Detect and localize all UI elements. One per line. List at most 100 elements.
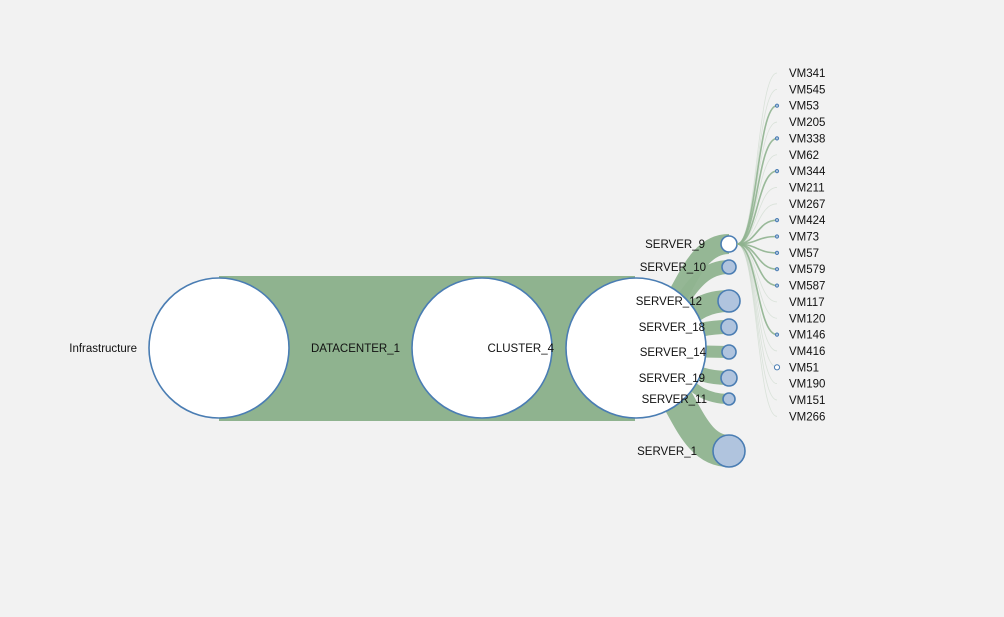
node-vm57[interactable]: VM57 bbox=[774, 248, 819, 260]
node-vm545-label: VM545 bbox=[789, 84, 825, 96]
node-vm151-label: VM151 bbox=[789, 395, 825, 407]
node-vm424-circle[interactable] bbox=[774, 218, 780, 223]
node-infrastructure-label: Infrastructure bbox=[69, 343, 137, 355]
node-vm53[interactable]: VM53 bbox=[774, 101, 819, 113]
node-vm120-label: VM120 bbox=[789, 313, 825, 325]
node-vm51[interactable]: VM51 bbox=[773, 362, 819, 374]
node-server-19-circle[interactable] bbox=[720, 369, 738, 387]
node-vm267[interactable]: VM267 bbox=[789, 199, 825, 211]
node-vm344-label: VM344 bbox=[789, 166, 826, 178]
node-server-14[interactable]: SERVER_14 bbox=[640, 344, 737, 360]
node-vm53-label: VM53 bbox=[789, 101, 819, 113]
node-server-10[interactable]: SERVER_10 bbox=[640, 259, 737, 275]
link-vm151 bbox=[736, 243, 778, 401]
node-server-1-circle[interactable] bbox=[712, 434, 746, 468]
link-vm205 bbox=[736, 121, 778, 245]
node-vm57-label: VM57 bbox=[789, 248, 819, 260]
node-server-9-circle[interactable] bbox=[720, 235, 738, 253]
node-vm51-label: VM51 bbox=[789, 362, 819, 374]
node-server-14-circle[interactable] bbox=[721, 344, 737, 360]
node-server-11-label: SERVER_11 bbox=[642, 394, 707, 406]
node-vm62[interactable]: VM62 bbox=[789, 150, 819, 162]
node-server-10-circle[interactable] bbox=[721, 259, 737, 275]
link-vm51 bbox=[736, 243, 778, 368]
node-vm120[interactable]: VM120 bbox=[789, 313, 825, 325]
node-vm266-label: VM266 bbox=[789, 411, 825, 423]
node-vm205-label: VM205 bbox=[789, 117, 825, 129]
server-nodes-layer: SERVER_9SERVER_10SERVER_12SERVER_18SERVE… bbox=[636, 235, 746, 468]
node-server-1-label: SERVER_1 bbox=[637, 446, 697, 458]
node-cluster[interactable]: CLUSTER_4 bbox=[488, 277, 707, 419]
node-vm579-circle[interactable] bbox=[774, 267, 780, 272]
link-vm338 bbox=[736, 137, 778, 245]
node-vm51-circle[interactable] bbox=[773, 364, 781, 371]
node-vm73-label: VM73 bbox=[789, 232, 819, 244]
node-server-11-circle[interactable] bbox=[722, 392, 736, 406]
link-vm190 bbox=[736, 243, 778, 385]
node-vm190-label: VM190 bbox=[789, 379, 825, 391]
node-vm579-label: VM579 bbox=[789, 264, 825, 276]
link-vm341 bbox=[736, 72, 778, 245]
node-vm545[interactable]: VM545 bbox=[789, 84, 825, 96]
node-vm341-label: VM341 bbox=[789, 68, 825, 80]
node-vm57-circle[interactable] bbox=[774, 250, 780, 255]
vm-links-layer bbox=[736, 72, 778, 417]
node-vm211[interactable]: VM211 bbox=[789, 182, 825, 194]
node-server-19-label: SERVER_19 bbox=[639, 373, 705, 385]
node-vm424-label: VM424 bbox=[789, 215, 826, 227]
node-datacenter-label: DATACENTER_1 bbox=[311, 343, 400, 355]
node-vm73[interactable]: VM73 bbox=[774, 232, 819, 244]
node-vm146-circle[interactable] bbox=[774, 332, 780, 337]
node-vm267-label: VM267 bbox=[789, 199, 825, 211]
node-datacenter[interactable]: DATACENTER_1 bbox=[311, 277, 553, 419]
link-vm266 bbox=[736, 243, 778, 417]
node-vm266[interactable]: VM266 bbox=[789, 411, 825, 423]
node-server-19[interactable]: SERVER_19 bbox=[639, 369, 738, 387]
node-vm190[interactable]: VM190 bbox=[789, 379, 825, 391]
link-vm146 bbox=[736, 243, 778, 336]
link-vm416 bbox=[736, 243, 778, 352]
node-infrastructure[interactable]: Infrastructure bbox=[69, 277, 290, 419]
node-vm338-label: VM338 bbox=[789, 133, 825, 145]
vm-nodes-layer: VM341VM545VM53VM205VM338VM62VM344VM211VM… bbox=[773, 68, 826, 423]
node-server-11[interactable]: SERVER_11 bbox=[642, 392, 736, 406]
node-cluster-circle[interactable] bbox=[565, 277, 707, 419]
node-server-1[interactable]: SERVER_1 bbox=[637, 434, 746, 468]
link-vm344 bbox=[736, 170, 778, 245]
node-vm341[interactable]: VM341 bbox=[789, 68, 825, 80]
node-vm416[interactable]: VM416 bbox=[789, 346, 825, 358]
node-vm424[interactable]: VM424 bbox=[774, 215, 826, 227]
node-server-9[interactable]: SERVER_9 bbox=[645, 235, 738, 253]
node-server-10-label: SERVER_10 bbox=[640, 262, 706, 274]
node-vm344[interactable]: VM344 bbox=[774, 166, 826, 178]
node-vm151[interactable]: VM151 bbox=[789, 395, 825, 407]
node-server-18-label: SERVER_18 bbox=[639, 322, 705, 334]
node-vm53-circle[interactable] bbox=[774, 103, 780, 108]
node-vm62-label: VM62 bbox=[789, 150, 819, 162]
node-vm117[interactable]: VM117 bbox=[789, 297, 825, 309]
node-vm338[interactable]: VM338 bbox=[774, 133, 825, 145]
node-vm146-label: VM146 bbox=[789, 330, 825, 342]
link-vm53 bbox=[736, 104, 778, 245]
node-server-9-label: SERVER_9 bbox=[645, 239, 705, 251]
node-server-12[interactable]: SERVER_12 bbox=[636, 289, 741, 313]
node-vm344-circle[interactable] bbox=[774, 169, 780, 174]
node-server-12-circle[interactable] bbox=[717, 289, 741, 313]
node-server-18-circle[interactable] bbox=[720, 318, 738, 336]
node-vm73-circle[interactable] bbox=[774, 234, 780, 239]
node-vm146[interactable]: VM146 bbox=[774, 330, 825, 342]
node-vm587[interactable]: VM587 bbox=[774, 281, 825, 293]
node-datacenter-circle[interactable] bbox=[411, 277, 553, 419]
node-vm587-circle[interactable] bbox=[774, 283, 780, 288]
node-vm338-circle[interactable] bbox=[774, 136, 780, 141]
node-infrastructure-circle[interactable] bbox=[148, 277, 290, 419]
link-vm211 bbox=[736, 187, 778, 245]
node-server-12-label: SERVER_12 bbox=[636, 296, 702, 308]
link-vm587 bbox=[736, 243, 778, 287]
node-vm416-label: VM416 bbox=[789, 346, 825, 358]
node-vm579[interactable]: VM579 bbox=[774, 264, 825, 276]
node-vm205[interactable]: VM205 bbox=[789, 117, 825, 129]
node-server-18[interactable]: SERVER_18 bbox=[639, 318, 738, 336]
